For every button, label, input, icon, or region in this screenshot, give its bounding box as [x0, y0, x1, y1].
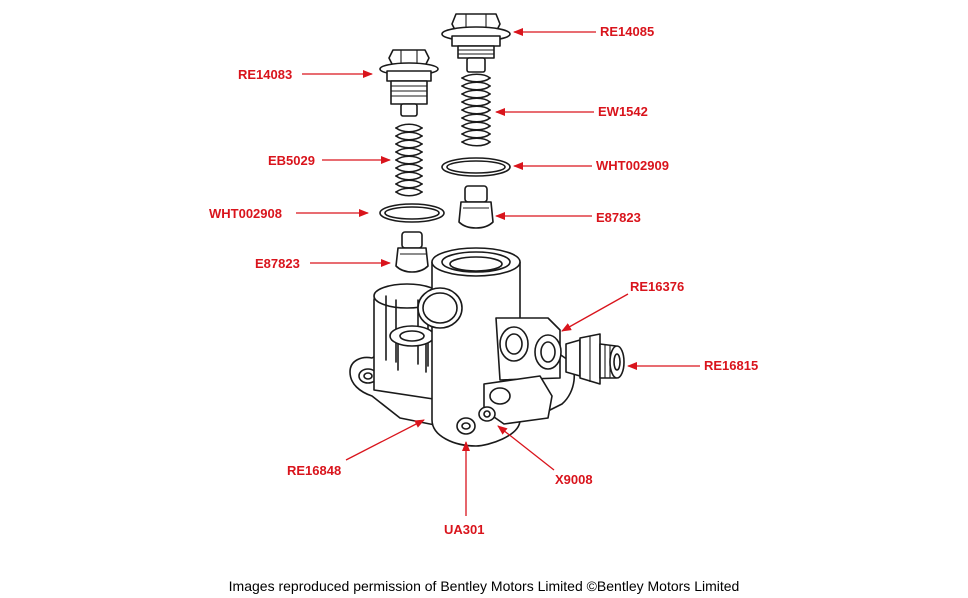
part-label-x9008[interactable]: X9008: [555, 472, 593, 487]
part-label-re14085[interactable]: RE14085: [600, 24, 655, 39]
washer-wht002909-drawing[interactable]: [441, 157, 511, 177]
housing-body-drawing: [349, 247, 575, 447]
plug-re14085-drawing[interactable]: [441, 13, 511, 73]
part-label-wht002908[interactable]: WHT002908: [209, 206, 282, 221]
part-label-re16848[interactable]: RE16848: [287, 463, 342, 478]
fitting-x9008-drawing[interactable]: [478, 406, 496, 422]
part-label-ua301[interactable]: UA301: [444, 522, 485, 537]
spring-ew1542-drawing[interactable]: [461, 73, 491, 147]
leader-lines: [296, 28, 700, 516]
copyright-caption: Images reproduced permission of Bentley …: [228, 578, 740, 594]
part-label-e87823-right[interactable]: E87823: [596, 210, 641, 225]
washer-wht002908-drawing[interactable]: [379, 203, 445, 223]
plug-re14083-drawing[interactable]: [379, 49, 439, 117]
seal-re16376-drawing[interactable]: [534, 334, 562, 370]
part-label-wht002909[interactable]: WHT002909: [596, 158, 669, 173]
fitting-ua301-drawing[interactable]: [456, 417, 476, 435]
leader-re16848: [345, 419, 425, 461]
part-label-re16376[interactable]: RE16376: [630, 279, 685, 294]
part-label-re14083[interactable]: RE14083: [238, 67, 293, 82]
valve-e87823-left-drawing[interactable]: [395, 231, 429, 273]
part-label-eb5029[interactable]: EB5029: [268, 153, 315, 168]
valve-e87823-right-drawing[interactable]: [458, 185, 494, 229]
part-label-e87823-left[interactable]: E87823: [255, 256, 300, 271]
union-re16815-drawing[interactable]: [565, 333, 625, 385]
leader-x9008: [497, 425, 555, 471]
spring-eb5029-drawing[interactable]: [395, 123, 423, 197]
part-label-re16815[interactable]: RE16815: [704, 358, 759, 373]
leader-re16376: [561, 293, 629, 332]
part-label-ew1542[interactable]: EW1542: [598, 104, 648, 119]
